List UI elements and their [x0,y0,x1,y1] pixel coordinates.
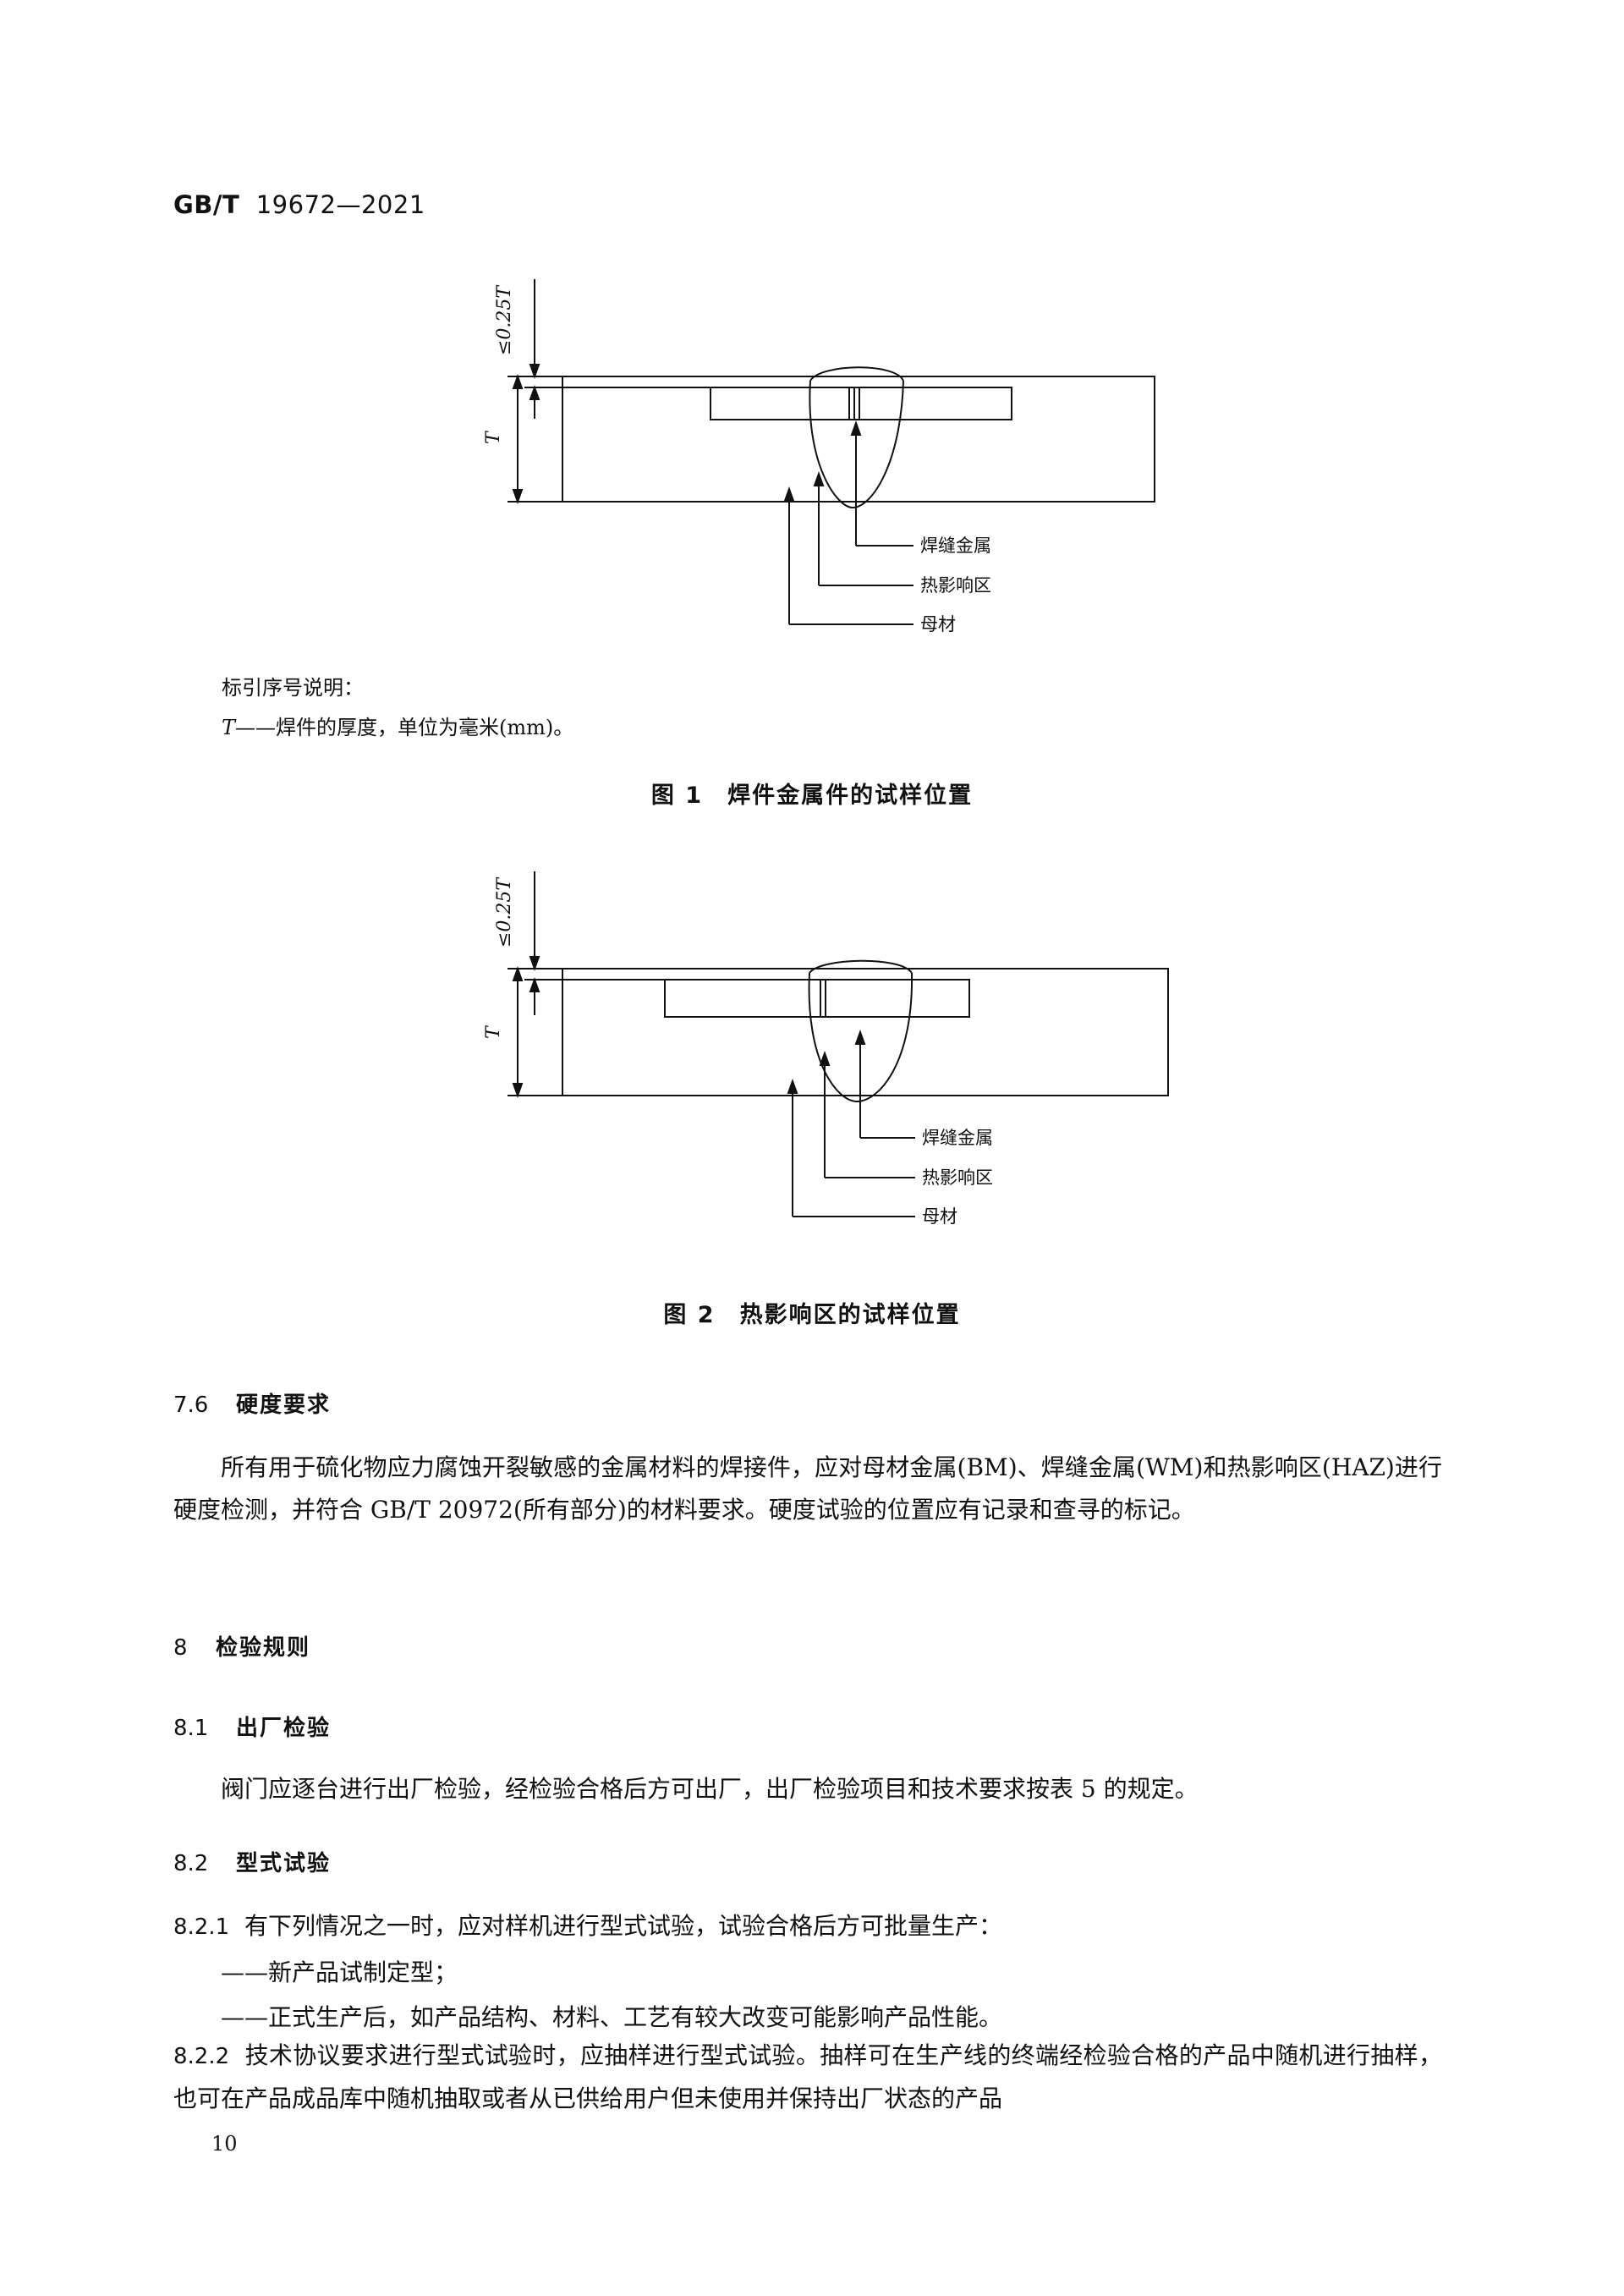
figure-1-caption: 图 1 焊件金属件的试样位置 [650,783,974,809]
dim-quarter-t-label: ≤0.25T [494,876,515,948]
weld-bead [808,972,914,1103]
figure-1-diagram: T ≤0.25T 焊缝金属 热影响区 母材 [483,279,1155,634]
paragraph-8-1: 阀门应逐台进行出厂检验，经检验合格后方可出厂，出厂检验项目和技术要求按表 5 的… [221,1775,1199,1803]
standard-number: 19672—2021 [255,190,425,219]
paragraph-7-6: 所有用于硫化物应力腐蚀开裂敏感的金属材料的焊接件，应对母材金属(BM)、焊缝金属… [173,1453,1442,1524]
figure-2-caption: 图 2 热影响区的试样位置 [663,1302,961,1328]
specimen-bar [710,387,1012,420]
label-weld-metal: 焊缝金属 [922,1128,993,1148]
key-note-line: T——焊件的厚度，单位为毫米(mm)。 [222,711,573,740]
specimen-bar [664,979,970,1018]
standard-code: GB/T [173,190,240,219]
label-weld-metal: 焊缝金属 [920,536,991,556]
clause-8-2-1-item-2: ——正式生产后，如产品结构、材料、工艺有较大改变可能影响产品性能。 [221,2003,1003,2031]
label-haz: 热影响区 [922,1167,993,1188]
weld-cap [809,366,904,382]
figure-2-diagram: T ≤0.25T 焊缝金属 热影响区 母材 [483,871,1169,1227]
weld-bead [809,380,904,509]
standard-header: GB/T 19672—2021 [173,190,425,219]
key-note-symbol: T [222,716,236,739]
clause-8-2-2: 8.2.2 技术协议要求进行型式试验时，应抽样进行型式试验。抽样可在生产线的终端… [173,2041,1442,2112]
base-plate [562,376,1155,503]
dim-t-label: T [483,430,504,444]
label-base-metal: 母材 [922,1206,957,1227]
weld-cap [809,959,913,974]
label-base-metal: 母材 [920,614,956,634]
clause-8-2-1: 8.2.1 有下列情况之一时，应对样机进行型式试验，试验合格后方可批量生产： [173,1912,1002,1940]
clause-8-2-1-item-1: ——新产品试制定型； [221,1958,458,1986]
key-note-title: 标引序号说明： [222,676,364,700]
dim-quarter-t-label: ≤0.25T [494,284,515,355]
dim-t-label: T [483,1024,504,1039]
key-note-text: ——焊件的厚度，单位为毫米(mm)。 [235,716,574,739]
base-plate [562,968,1169,1096]
page-number: 10 [211,2132,238,2156]
label-haz: 热影响区 [920,575,991,596]
